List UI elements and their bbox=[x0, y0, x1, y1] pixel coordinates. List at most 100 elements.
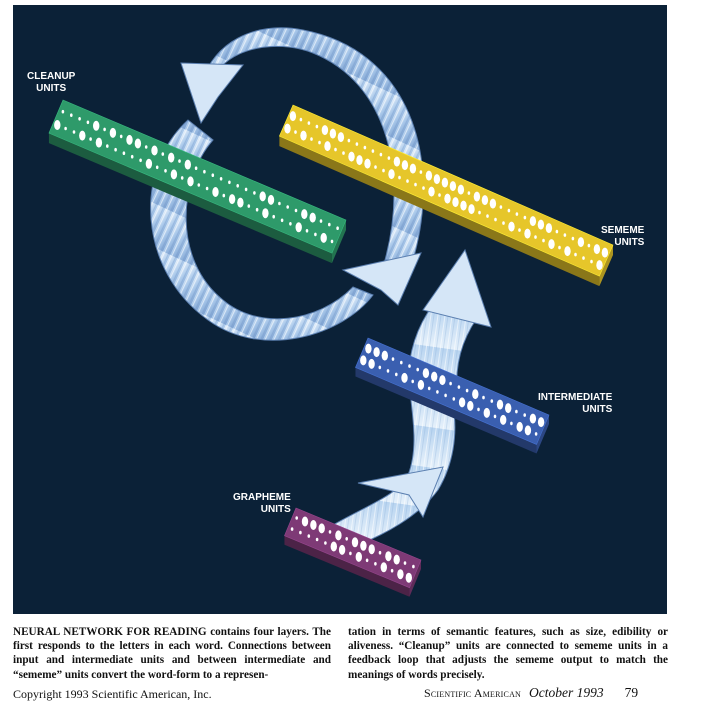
unit-dot bbox=[439, 375, 446, 386]
unit-dot bbox=[349, 551, 352, 556]
unit-dot bbox=[398, 175, 401, 180]
unit-dot bbox=[289, 111, 297, 122]
unit-dot bbox=[393, 554, 400, 565]
unit-dot bbox=[374, 165, 377, 169]
unit-dot bbox=[417, 379, 425, 390]
unit-dot bbox=[385, 551, 392, 562]
unit-dot bbox=[388, 169, 395, 180]
unit-dot bbox=[347, 138, 351, 143]
unit-dot bbox=[328, 222, 331, 227]
unit-dot bbox=[228, 194, 236, 205]
unit-dot bbox=[212, 187, 219, 197]
unit-dot bbox=[405, 572, 412, 583]
unit-dot bbox=[205, 186, 209, 191]
page-footer: Scientific American October 1993 79 bbox=[424, 685, 638, 701]
unit-dot bbox=[72, 130, 76, 134]
unit-dot bbox=[518, 228, 521, 232]
unit-dot bbox=[320, 232, 327, 243]
unit-dot bbox=[590, 259, 593, 264]
unit-dot bbox=[548, 239, 555, 250]
unit-dot bbox=[330, 541, 337, 552]
unit-dot bbox=[301, 209, 308, 220]
unit-dot bbox=[441, 177, 449, 188]
unit-dot bbox=[508, 221, 515, 232]
unit-dot bbox=[161, 152, 165, 156]
unit-dot bbox=[184, 159, 191, 170]
unit-dot bbox=[284, 123, 291, 134]
unit-dot bbox=[438, 193, 441, 197]
unit-dot bbox=[428, 186, 435, 197]
unit-dot bbox=[219, 177, 223, 181]
unit-dot bbox=[355, 551, 362, 562]
unit-dot bbox=[381, 350, 388, 361]
unit-dot bbox=[515, 409, 518, 414]
unit-dot bbox=[310, 137, 313, 141]
unit-dot bbox=[465, 388, 469, 393]
unit-dot bbox=[411, 379, 415, 384]
unit-dot bbox=[314, 232, 317, 237]
unit-dot bbox=[324, 541, 327, 545]
unit-dot bbox=[409, 163, 417, 174]
unit-dot bbox=[515, 212, 519, 216]
unit-dot bbox=[255, 207, 259, 212]
unit-dot bbox=[310, 520, 317, 530]
unit-dot bbox=[299, 530, 302, 535]
unit-dot bbox=[393, 156, 401, 167]
unit-dot bbox=[401, 372, 408, 383]
unit-dot bbox=[144, 145, 148, 149]
unit-dot bbox=[582, 256, 585, 260]
unit-dot bbox=[330, 239, 334, 244]
unit-dot bbox=[368, 358, 375, 369]
grapheme-units-label: GRAPHEME UNITS bbox=[233, 492, 291, 515]
cleanup-units-label: CLEANUP UNITS bbox=[27, 71, 76, 94]
unit-dot bbox=[267, 194, 275, 205]
unit-dot bbox=[524, 228, 531, 239]
unit-dot bbox=[89, 137, 92, 141]
unit-dot bbox=[500, 414, 507, 425]
unit-dot bbox=[61, 109, 65, 114]
unit-dot bbox=[122, 151, 126, 155]
unit-dot bbox=[360, 540, 367, 551]
unit-dot bbox=[564, 246, 571, 257]
unit-dot bbox=[170, 169, 178, 180]
unit-dot bbox=[211, 173, 215, 177]
unit-dot bbox=[507, 208, 511, 213]
unit-dot bbox=[318, 523, 325, 534]
page-number: 79 bbox=[624, 685, 639, 700]
unit-dot bbox=[473, 191, 481, 202]
unit-dot bbox=[523, 215, 527, 220]
unit-dot bbox=[427, 386, 431, 391]
unit-dot bbox=[386, 369, 390, 373]
unit-dot bbox=[294, 130, 297, 134]
unit-dot bbox=[555, 229, 559, 234]
unit-dot bbox=[373, 347, 380, 358]
unit-dot bbox=[416, 367, 420, 372]
unit-dot bbox=[433, 174, 441, 185]
unit-dot bbox=[516, 421, 523, 432]
unit-dot bbox=[197, 183, 201, 187]
unit-dot bbox=[236, 184, 239, 188]
unit-dot bbox=[300, 130, 307, 141]
unit-dot bbox=[355, 142, 359, 146]
unit-dot bbox=[103, 127, 106, 132]
unit-dot bbox=[321, 125, 329, 136]
unit-dot bbox=[468, 204, 475, 215]
unit-dot bbox=[348, 151, 355, 162]
unit-dot bbox=[126, 134, 133, 145]
unit-dot bbox=[414, 182, 417, 187]
unit-dot bbox=[378, 550, 382, 555]
unit-dot bbox=[151, 145, 158, 156]
copyright-notice: Copyright 1993 Scientific American, Inc. bbox=[13, 687, 212, 701]
unit-dot bbox=[499, 205, 503, 209]
unit-dot bbox=[374, 562, 377, 566]
neural-network-figure: CLEANUP UNITS SEMEME UNITS INTERMEDIATE … bbox=[13, 5, 667, 614]
unit-dot bbox=[328, 530, 332, 534]
unit-dot bbox=[412, 564, 415, 569]
unit-dot bbox=[593, 244, 601, 255]
unit-dot bbox=[425, 170, 433, 181]
unit-dot bbox=[378, 365, 382, 370]
unit-dot bbox=[368, 544, 375, 555]
unit-dot bbox=[119, 134, 123, 139]
unit-dot bbox=[329, 128, 337, 139]
unit-dot bbox=[365, 558, 369, 563]
